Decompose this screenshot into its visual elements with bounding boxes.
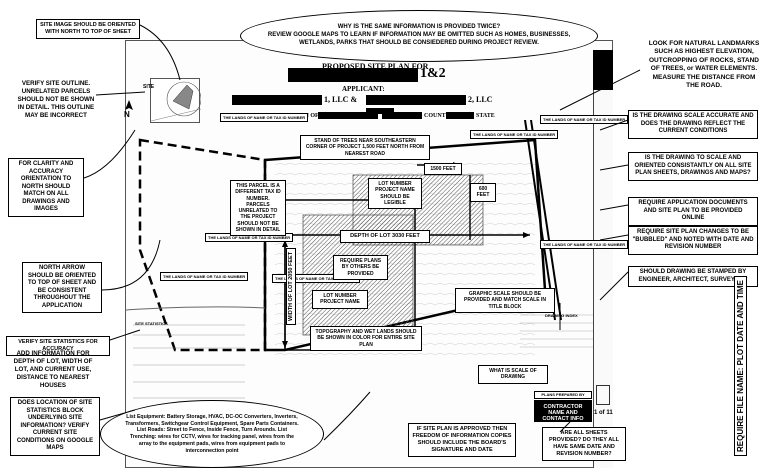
redacted-block <box>366 108 394 114</box>
dimension-1500: 1500 FEET <box>424 163 462 176</box>
plans-prepared-label: PLANS PREPARED BY <box>534 391 592 399</box>
redacted-block <box>318 112 378 119</box>
orientation-callout: SITE IMAGE SHOULD BE ORIENTED WITH NORTH… <box>36 19 140 39</box>
require-file-callout: REQUIRE FILE NAME: PLOT DATE AND TIME <box>734 276 747 456</box>
what-scale-note: WHAT IS SCALE OF DRAWING <box>478 365 548 384</box>
north-arrow-icon <box>124 100 134 120</box>
lot-number-label: LOT NUMBER PROJECT NAME <box>312 290 368 309</box>
north-arrow-callout: NORTH ARROW SHOULD BE ORIENTED TO TOP OF… <box>22 262 102 313</box>
verify-outline-callout: VERIFY SITE OUTLINE. UNRELATED PARCELS S… <box>17 80 95 120</box>
equipment-callout: List Equipment: Battery Storage, HVAC, D… <box>100 400 324 468</box>
site-location-map <box>150 78 202 123</box>
foia-callout: IF SITE PLAN IS APPROVED THEN FREEDOM OF… <box>408 423 516 457</box>
stand-of-trees-note: STAND OF TREES NEAR SOUTHEASTERN CORNER … <box>300 135 430 160</box>
depth-of-lot-dimension: DEPTH OF LOT 3030 FEET <box>340 230 430 243</box>
same-info-callout: WHY IS THE SAME INFORMATION IS PROVIDED … <box>240 10 598 62</box>
north-label: N <box>124 110 130 119</box>
landmarks-callout: LOOK FOR NATURAL LANDMARKS SUCH AS HIGHE… <box>648 40 760 90</box>
contractor-box: CONTRACTOR NAME AND CONTACT INFO <box>534 400 592 422</box>
llc-1: 1, LLC & <box>324 95 358 104</box>
title-block-header <box>593 50 613 90</box>
stamped-callout: SHOULD DRAWING BE STAMPED BY ENGINEER, A… <box>628 266 758 287</box>
drawing-to-scale-callout: IS THE DRAWING TO SCALE AND ORIENTED CON… <box>628 152 758 181</box>
sheet-number: 1 of 11 <box>594 410 613 416</box>
topography-note: TOPOGRAPHY AND WET LANDS SHOULD BE SHOWN… <box>310 326 422 351</box>
state: STATE <box>476 113 495 119</box>
title-block <box>593 50 613 468</box>
drawing-index: DRAWING INDEX <box>545 313 578 318</box>
llc-2: 2, LLC <box>468 95 493 104</box>
sheet-title-suffix: 1&2 <box>420 66 446 81</box>
redacted-block <box>366 95 466 105</box>
redacted-block <box>288 68 418 82</box>
county: COUNTY, <box>424 113 451 119</box>
lands-of-label: THE LANDS OF NAME OR TAX ID NUMBER <box>540 240 629 249</box>
site-location-map-graphic <box>150 81 202 122</box>
clarity-callout: FOR CLARITY AND ACCURACY ORIENTATION TO … <box>8 158 84 217</box>
lands-of-label: THE LANDS OF NAME OR TAX ID NUMBER <box>220 113 309 122</box>
site-label: SITE <box>143 84 155 90</box>
site-stats-location-callout: DOES LOCATION OF SITE STATISTICS BLOCK U… <box>10 397 100 456</box>
require-plans-note: REQUIRE PLANS BY OTHERS BE PROVIDED <box>333 255 388 280</box>
title-block-stamp-box <box>596 385 610 405</box>
lands-of-label: THE LANDS OF NAME OR TAX ID NUMBER <box>540 115 629 124</box>
dimension-600: 600 FEET <box>470 183 496 202</box>
different-tax-note: THIS PARCEL IS A DIFFERENT TAX ID NUMBER… <box>230 180 286 236</box>
redacted-block <box>382 112 422 119</box>
all-sheets-callout: ARE ALL SHEETS PROVIDED? DO THEY ALL HAV… <box>542 427 626 461</box>
lands-of-label: THE LANDS OF NAME OR TAX ID NUMBER <box>160 272 249 281</box>
bubbled-callout: REQUIRE SITE PLAN CHANGES TO BE "BUBBLED… <box>628 226 758 255</box>
width-of-lot-dimension: WIDTH OF LOT 2050 FEET <box>286 247 296 325</box>
redacted-block <box>232 95 322 105</box>
verify-stats-callout: VERIFY SITE STATISTICS FOR ACCURACY <box>6 336 110 356</box>
lands-of-label: THE LANDS OF NAME OR TAX ID NUMBER <box>470 130 559 139</box>
sheet-title: PROPOSED SITE PLAN FOR <box>322 62 429 71</box>
redacted-block <box>446 112 474 119</box>
require-online-callout: REQUIRE APPLICATION DOCUMENTS AND SITE P… <box>628 197 758 226</box>
add-info-callout: ADD INFORMATION FOR DEPTH OF LOT, WIDTH … <box>13 350 93 390</box>
applicant-label: APPLICANT: <box>342 85 385 93</box>
site-statistics-header: SITE STATISTICS <box>135 321 168 326</box>
graphic-scale-note: GRAPHIC SCALE SHOULD BE PROVIDED AND MAT… <box>455 288 555 313</box>
lot-number-legible-note: LOT NUMBER PROJECT NAME SHOULD BE LEGIBL… <box>368 178 422 209</box>
drawing-scale-callout: IS THE DRAWING SCALE ACCURATE AND DOES T… <box>628 110 758 139</box>
